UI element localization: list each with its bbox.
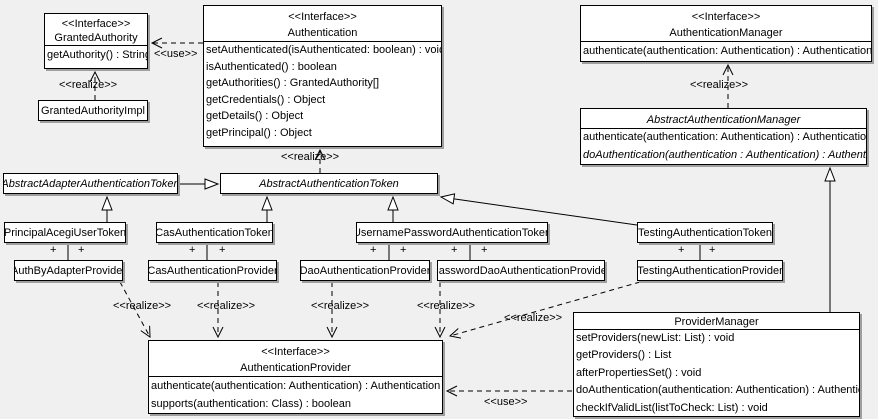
- realize-label: <<realize>>: [197, 300, 256, 312]
- class-name: AbstractAdapterAuthenticationToken: [3, 177, 178, 190]
- class-name: AuthByAdapterProvider: [14, 264, 123, 277]
- method-label: authenticate(authentication: Authenticat…: [583, 45, 872, 57]
- class-name: TestingAuthenticationToken: [638, 226, 772, 239]
- class-abstract-authentication-manager[interactable]: AbstractAuthenticationManager authentica…: [580, 108, 867, 165]
- method-label: supports(authentication: Class) : boolea…: [151, 398, 351, 410]
- method-label: setAuthenticated(isAuthenticated: boolea…: [206, 44, 442, 56]
- class-name: AuthenticationManager: [669, 27, 783, 39]
- class-name: TestingAuthenticationProvider: [637, 264, 783, 277]
- edge-realize-testingprovider: [448, 281, 641, 339]
- stereotype-label: <<Interface>>: [261, 346, 330, 358]
- class-name: UsernamePasswordAuthenticationToken: [356, 226, 548, 239]
- method-label: isAuthenticated() : boolean: [206, 60, 337, 73]
- class-provider-manager[interactable]: ProviderManager setProviders(newList: Li…: [573, 312, 860, 417]
- method-label: doAuthentication(authentication: Authent…: [576, 384, 860, 397]
- class-name: PasswordDaoAuthenticationProvider: [437, 264, 605, 277]
- class-abstract-adapter-authentication-token[interactable]: AbstractAdapterAuthenticationToken: [3, 173, 178, 194]
- method-label: getAuthorities() : GrantedAuthority[]: [206, 77, 380, 89]
- class-name: Authentication: [287, 27, 358, 39]
- association-plus: +: [400, 244, 407, 256]
- method-label: doAuthentication(authentication : Authen…: [583, 148, 867, 161]
- realize-label: <<realize>>: [417, 300, 476, 312]
- class-cas-authentication-token[interactable]: CasAuthenticationToken: [156, 222, 273, 243]
- realize-label: <<realize>>: [311, 300, 370, 312]
- association-plus: +: [189, 244, 196, 256]
- class-username-password-authentication-token[interactable]: UsernamePasswordAuthenticationToken: [356, 222, 548, 243]
- class-name: AbstractAuthenticationManager: [646, 114, 801, 126]
- method-label: authenticate(authentication: Authenticat…: [151, 380, 441, 392]
- association-plus: +: [78, 244, 85, 256]
- class-abstract-authentication-token[interactable]: AbstractAuthenticationToken: [220, 173, 438, 194]
- association-plus: +: [709, 244, 716, 256]
- association-plus: +: [451, 244, 458, 256]
- method-label: getDetails() : Object: [206, 110, 304, 122]
- class-principal-acegi-user-token[interactable]: PrincipalAcegiUserToken: [4, 222, 126, 243]
- method-label: getCredentials() : Object: [206, 93, 326, 106]
- class-name: GrantedAuthorityImpl: [41, 104, 145, 117]
- edge-realize-authbyadapter: [119, 281, 151, 338]
- class-granted-authority[interactable]: <<Interface>> GrantedAuthority getAuthor…: [44, 13, 148, 69]
- association-plus: +: [678, 244, 685, 256]
- class-auth-by-adapter-provider[interactable]: AuthByAdapterProvider: [14, 260, 123, 281]
- class-testing-authentication-token[interactable]: TestingAuthenticationToken: [637, 222, 773, 243]
- realize-label: <<realize>>: [113, 300, 172, 312]
- stereotype-label: <<Interface>>: [61, 18, 131, 30]
- class-name: CasAuthenticationProvider: [148, 264, 277, 277]
- class-testing-authentication-provider[interactable]: TestingAuthenticationProvider: [637, 260, 783, 281]
- realize-label: <<realize>>: [281, 151, 340, 163]
- realize-label: <<realize>>: [504, 312, 563, 324]
- class-password-dao-authentication-provider[interactable]: PasswordDaoAuthenticationProvider: [437, 260, 605, 281]
- method-label: getAuthority() : String: [47, 49, 148, 61]
- association-plus: +: [370, 244, 377, 256]
- association-plus: +: [50, 244, 57, 256]
- class-authentication[interactable]: <<Interface>> Authentication setAuthenti…: [203, 5, 442, 147]
- class-cas-authentication-provider[interactable]: CasAuthenticationProvider: [148, 260, 277, 281]
- method-label: setProviders(newList: List) : void: [576, 332, 735, 344]
- class-name: PrincipalAcegiUserToken: [4, 226, 126, 239]
- class-dao-authentication-provider[interactable]: DaoAuthenticationProvider: [300, 260, 430, 281]
- class-authentication-manager[interactable]: <<Interface>> AuthenticationManager auth…: [580, 5, 872, 62]
- class-granted-authority-impl[interactable]: GrantedAuthorityImpl: [38, 100, 148, 121]
- method-label: checkIfValidList(listToCheck: List) : vo…: [576, 401, 768, 414]
- realize-label: <<realize>>: [690, 79, 749, 91]
- method-label: authenticate(authentication: Authenticat…: [583, 131, 867, 143]
- class-name: DaoAuthenticationProvider: [300, 264, 430, 277]
- association-plus: +: [219, 244, 226, 256]
- edge-gen-testing-token: [439, 193, 638, 226]
- class-name: AbstractAuthenticationToken: [259, 177, 399, 190]
- realize-label: <<realize>>: [59, 79, 118, 91]
- method-label: getProviders() : List: [576, 349, 672, 362]
- class-name: ProviderManager: [674, 316, 759, 328]
- class-authentication-provider[interactable]: <<Interface>> AuthenticationProvider aut…: [148, 340, 443, 414]
- association-plus: +: [481, 244, 488, 256]
- use-label: <<use>>: [484, 396, 528, 408]
- class-name: GrantedAuthority: [54, 32, 138, 44]
- method-label: getPrincipal() : Object: [206, 126, 312, 139]
- use-label: <<use>>: [154, 48, 198, 60]
- method-label: afterPropertiesSet() : void: [576, 366, 702, 379]
- stereotype-label: <<Interface>>: [691, 11, 761, 23]
- class-name: CasAuthenticationToken: [156, 226, 273, 239]
- class-name: AuthenticationProvider: [240, 362, 351, 374]
- stereotype-label: <<Interface>>: [288, 11, 357, 23]
